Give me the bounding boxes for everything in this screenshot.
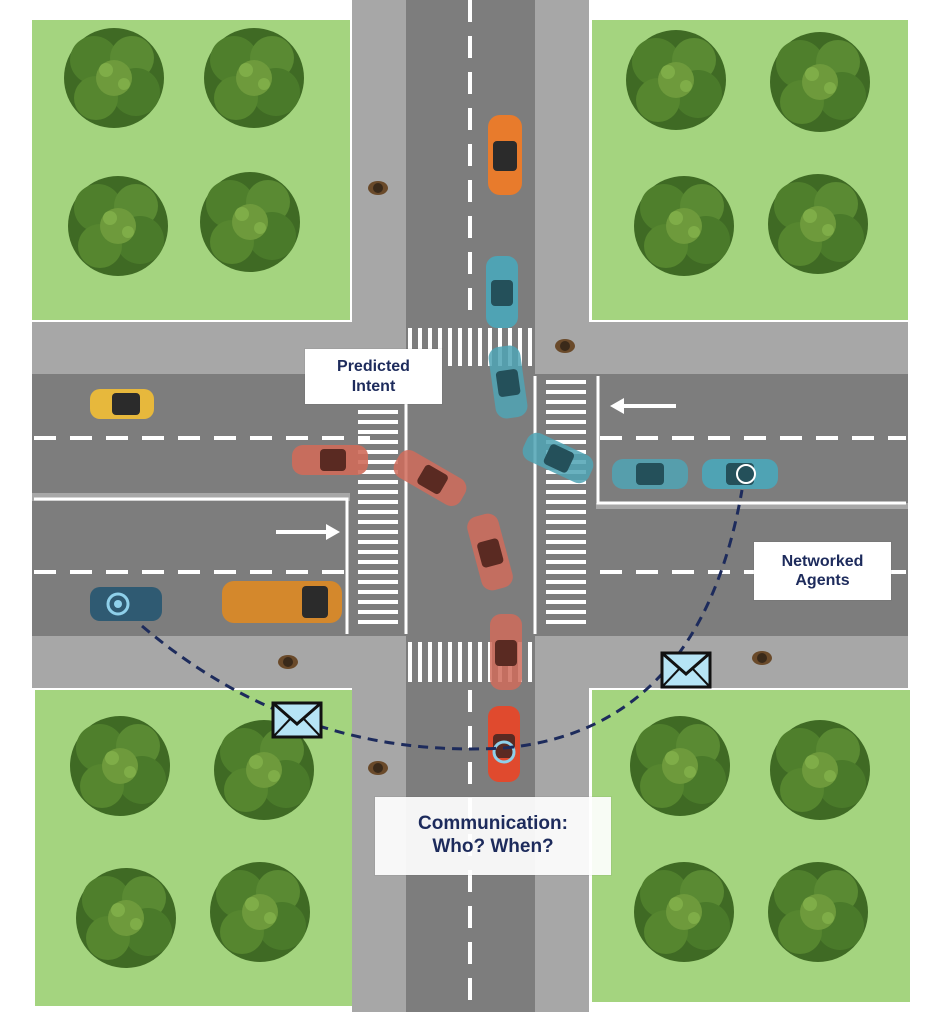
car-icon xyxy=(292,445,368,475)
tree-icon xyxy=(204,28,304,128)
tree-icon xyxy=(68,176,168,276)
networked-agents-label: Networked Agents xyxy=(754,542,891,600)
tree-icon xyxy=(200,172,300,272)
tree-icon xyxy=(76,868,176,968)
communication-line-2: Who? When? xyxy=(432,836,554,857)
car-icon xyxy=(522,432,594,484)
car-icon xyxy=(488,345,528,419)
pedestrian-icon xyxy=(368,181,388,195)
tree-icon xyxy=(770,720,870,820)
predicted-intent-line-1: Predicted xyxy=(337,358,410,376)
arrow-icon xyxy=(276,524,340,540)
car-icon xyxy=(222,581,342,623)
communication-label: Communication: Who? When? xyxy=(375,797,611,875)
road-median-strip xyxy=(32,493,350,501)
car-icon xyxy=(490,614,522,690)
pedestrian-icon xyxy=(555,339,575,353)
tree-icon xyxy=(630,716,730,816)
tree-icon xyxy=(634,176,734,276)
predicted-intent-line-2: Intent xyxy=(351,377,396,395)
car-icon xyxy=(90,389,154,419)
communication-line-1: Communication: xyxy=(418,813,568,835)
envelope-icon xyxy=(660,651,712,689)
networked-agents-line-2: Agents xyxy=(795,572,850,589)
arrow-icon xyxy=(610,398,676,414)
networked-agents-line-1: Networked xyxy=(781,552,864,570)
car-icon xyxy=(393,450,467,506)
pedestrian-icon xyxy=(368,761,388,775)
car-icon xyxy=(486,256,518,328)
tree-icon xyxy=(64,28,164,128)
car-icon xyxy=(488,706,520,782)
tree-icon xyxy=(70,716,170,816)
pedestrian-icon xyxy=(752,651,772,665)
car-icon xyxy=(702,459,778,489)
car-icon xyxy=(612,459,688,489)
car-icon xyxy=(90,587,162,621)
tree-icon xyxy=(626,30,726,130)
envelope-icon xyxy=(271,701,323,739)
car-icon xyxy=(488,115,522,195)
tree-icon xyxy=(768,862,868,962)
tree-icon xyxy=(768,174,868,274)
tree-icon xyxy=(770,32,870,132)
predicted-intent-label: Predicted Intent xyxy=(305,349,442,404)
car-icon xyxy=(467,513,513,591)
tree-icon xyxy=(634,862,734,962)
tree-icon xyxy=(210,862,310,962)
road-median-strip-right xyxy=(596,503,908,509)
pedestrian-icon xyxy=(278,655,298,669)
